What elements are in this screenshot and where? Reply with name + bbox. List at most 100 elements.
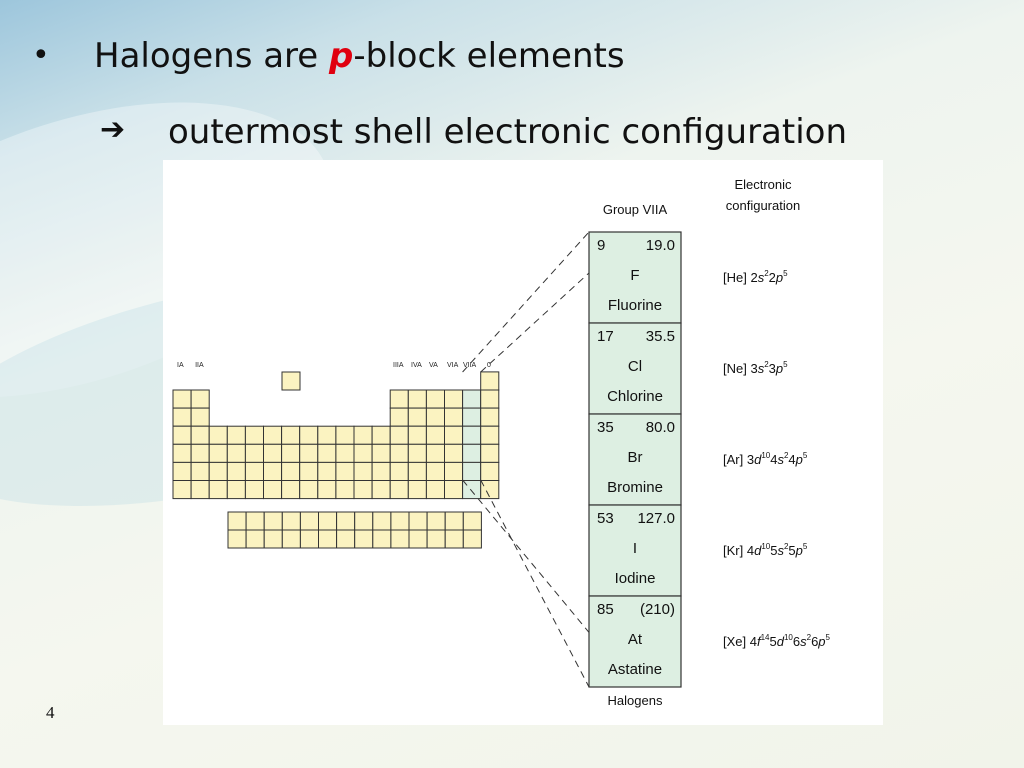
- arrow-icon: ➔: [100, 112, 126, 147]
- table-cell: [208, 461, 228, 481]
- table-cell: [444, 480, 464, 500]
- table-cell: [172, 480, 192, 500]
- sub-point-text: outermost shell electronic configuration: [168, 112, 848, 152]
- table-cell: [172, 461, 192, 481]
- config-header: Electronic: [734, 177, 792, 192]
- table-cell: [335, 480, 355, 500]
- config-part: p: [775, 270, 783, 285]
- table-cell: [335, 461, 355, 481]
- table-cell: [208, 480, 228, 500]
- lanthanide-cell: [354, 529, 374, 549]
- table-cell: [353, 461, 373, 481]
- table-cell: [335, 425, 355, 445]
- table-cell: [371, 461, 391, 481]
- table-cell: [444, 389, 464, 409]
- table-cell: [425, 407, 445, 427]
- lanthanide-cell: [227, 511, 247, 531]
- lanthanide-cell: [444, 529, 464, 549]
- table-cell: [353, 480, 373, 500]
- group-label: IIA: [195, 362, 204, 369]
- atomic-number: 17: [597, 328, 614, 345]
- electron-config: [Kr] 4d105s25p5: [723, 542, 808, 558]
- element-symbol: I: [633, 540, 637, 557]
- group-label: IIIA: [393, 362, 404, 369]
- config-part: d: [777, 634, 785, 649]
- config-part: [Xe] 4: [723, 634, 757, 649]
- lanthanide-cell: [462, 529, 482, 549]
- table-cell: [226, 461, 246, 481]
- config-part: 5: [788, 543, 795, 558]
- element-box: [588, 595, 682, 688]
- text-part: -block elements: [353, 36, 625, 76]
- table-cell: [425, 425, 445, 445]
- table-cell: [190, 425, 210, 445]
- table-cell: [281, 480, 301, 500]
- group-label: VIA: [447, 362, 459, 369]
- dashed-connector: [462, 479, 590, 633]
- table-cell: [244, 425, 265, 445]
- table-cell: [190, 461, 210, 481]
- lanthanide-cell: [299, 511, 319, 531]
- table-cell: [244, 461, 265, 481]
- table-cell: [480, 425, 500, 445]
- config-part: 2: [764, 360, 769, 369]
- config-part: 2: [807, 633, 812, 642]
- table-cell: [299, 425, 319, 445]
- element-symbol: Cl: [628, 358, 642, 375]
- config-part: 5: [770, 543, 777, 558]
- config-part: 5: [803, 451, 808, 460]
- table-cell: [425, 443, 445, 463]
- group-header: Group VIIA: [603, 202, 668, 217]
- dashed-connector: [480, 272, 590, 373]
- table-cell: [190, 407, 210, 427]
- table-cell: [172, 443, 192, 463]
- table-cell: [299, 443, 319, 463]
- lanthanide-cell: [372, 511, 392, 531]
- table-cell: [263, 480, 283, 500]
- config-part: [Kr] 4: [723, 543, 754, 558]
- table-cell: [425, 480, 445, 500]
- config-part: s: [777, 543, 784, 558]
- config-part: s: [800, 634, 807, 649]
- dashed-connector: [480, 479, 590, 688]
- config-part: p: [795, 543, 803, 558]
- config-part: 2: [764, 269, 769, 278]
- table-cell: [407, 425, 427, 445]
- table-cell: [444, 461, 464, 481]
- config-part: 5: [770, 634, 777, 649]
- atomic-number: 53: [597, 510, 614, 527]
- config-part: [Ar] 3: [723, 452, 754, 467]
- table-cell: [407, 389, 427, 409]
- config-part: 5: [826, 633, 831, 642]
- table-cell: [172, 425, 192, 445]
- config-part: s: [758, 361, 765, 376]
- table-cell: [425, 461, 445, 481]
- table-cell: [462, 425, 482, 445]
- element-name: Astatine: [608, 661, 662, 678]
- table-cell: [208, 425, 228, 445]
- lanthanide-cell: [245, 529, 265, 549]
- table-cell: [281, 461, 301, 481]
- lanthanide-cell: [390, 529, 410, 549]
- config-part: 5: [803, 542, 808, 551]
- element-symbol: F: [630, 267, 639, 284]
- table-cell: [389, 407, 409, 427]
- table-cell: [462, 389, 482, 409]
- config-part: 3: [769, 361, 776, 376]
- element-box: [588, 413, 682, 506]
- bullet-text: Halogens are p-block elements: [94, 36, 625, 76]
- config-part: 10: [761, 542, 770, 551]
- group-label: IVA: [411, 362, 422, 369]
- table-cell: [444, 407, 464, 427]
- table-cell: [462, 443, 482, 463]
- config-part: 2: [784, 542, 789, 551]
- lanthanide-cell: [354, 511, 374, 531]
- table-cell: [353, 425, 373, 445]
- element-name: Iodine: [615, 570, 656, 587]
- table-cell: [407, 443, 427, 463]
- lanthanide-cell: [318, 529, 338, 549]
- element-name: Bromine: [607, 479, 663, 496]
- bullet-icon: •: [32, 38, 50, 73]
- table-cell: [480, 443, 500, 463]
